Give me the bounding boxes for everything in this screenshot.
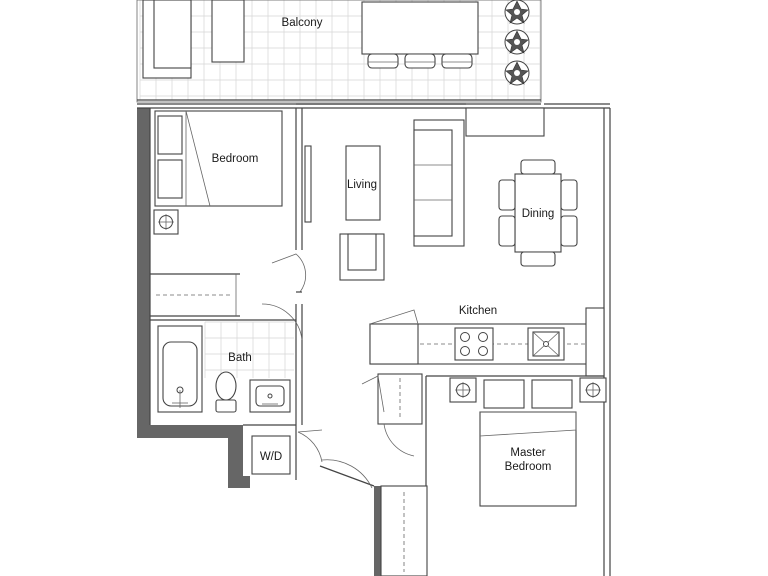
room-label-dining: Dining bbox=[522, 208, 555, 220]
room-label-master-line1: Master bbox=[510, 447, 545, 459]
room-label-balcony: Balcony bbox=[282, 17, 323, 29]
toilet-icon bbox=[215, 371, 237, 413]
room-label-living: Living bbox=[347, 179, 377, 191]
balcony-chair bbox=[367, 53, 399, 69]
balcony-chair bbox=[404, 53, 436, 69]
bedroom-pillow bbox=[157, 159, 183, 199]
dining-chair bbox=[520, 159, 556, 175]
living-sofa-seat bbox=[413, 129, 453, 237]
room-label-master-line2: Bedroom bbox=[505, 461, 552, 473]
dining-chair bbox=[498, 179, 516, 211]
plant-icon bbox=[504, 60, 530, 86]
exterior-walls bbox=[137, 103, 611, 576]
master-bedroom-area bbox=[319, 373, 607, 576]
dining-chair bbox=[560, 215, 578, 247]
balcony-tile-grid bbox=[139, 0, 541, 100]
room-label-bath: Bath bbox=[228, 352, 252, 364]
bath-tile-grid bbox=[204, 321, 294, 378]
kitchen-area bbox=[369, 307, 605, 377]
tv-unit bbox=[304, 145, 312, 223]
washer-dryer bbox=[251, 435, 291, 475]
balcony-table bbox=[361, 1, 479, 55]
master-bed bbox=[479, 411, 577, 507]
balcony-side-table bbox=[211, 0, 245, 63]
room-label-kitchen: Kitchen bbox=[459, 305, 497, 317]
cross-fixture-icon bbox=[579, 377, 607, 403]
master-pillow bbox=[531, 379, 573, 409]
kitchen-column bbox=[585, 307, 605, 377]
dining-chair bbox=[560, 179, 578, 211]
dining-chair bbox=[498, 215, 516, 247]
room-label-bedroom: Bedroom bbox=[212, 153, 259, 165]
balcony-door-panel bbox=[465, 107, 545, 137]
dining-table bbox=[514, 173, 562, 253]
plant-icon bbox=[504, 29, 530, 55]
laundry-area bbox=[243, 424, 323, 480]
plant-icon bbox=[504, 0, 530, 25]
cross-fixture-icon bbox=[449, 377, 477, 403]
bedroom-area bbox=[149, 108, 307, 425]
dining-area bbox=[498, 159, 578, 267]
room-label-laundry: W/D bbox=[260, 451, 282, 463]
cooktop-icon bbox=[454, 327, 494, 361]
living-area bbox=[304, 119, 465, 281]
balcony-area bbox=[136, 0, 542, 105]
dining-chair bbox=[520, 251, 556, 267]
balcony-chair bbox=[441, 53, 473, 69]
coffee-table bbox=[345, 145, 381, 221]
bath-area bbox=[150, 303, 303, 425]
cross-fixture-icon bbox=[153, 209, 179, 235]
tub-drain-icon bbox=[172, 386, 188, 408]
sink-icon bbox=[527, 327, 565, 361]
fridge bbox=[369, 323, 419, 365]
bedroom-pillow bbox=[157, 115, 183, 155]
balcony-lounge-seat bbox=[153, 0, 192, 69]
room-labels: Balcony Bedroom Living Dining Kitchen Ba… bbox=[212, 17, 555, 473]
sink-icon bbox=[255, 385, 285, 407]
armchair-seat bbox=[347, 233, 377, 271]
master-pillow bbox=[483, 379, 525, 409]
